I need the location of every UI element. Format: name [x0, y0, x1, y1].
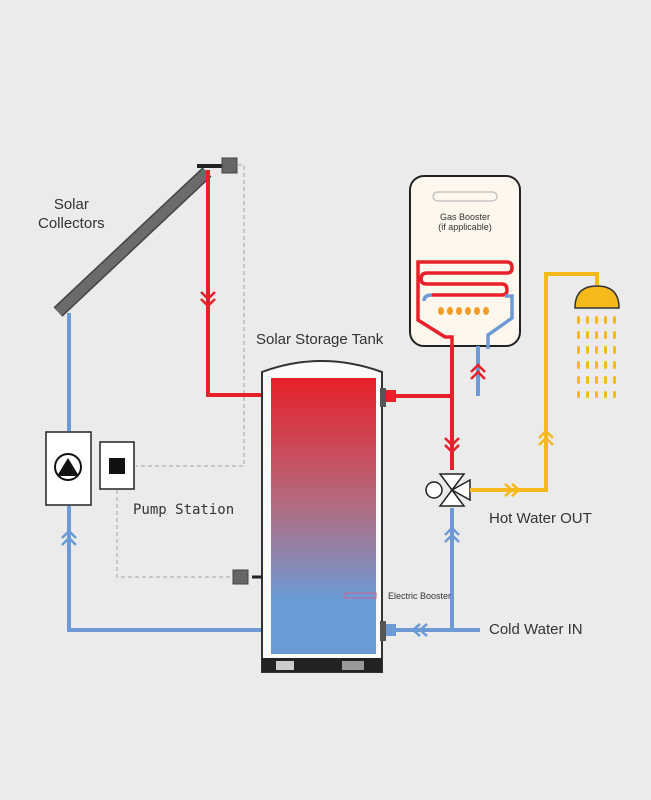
tank-connectors [232, 388, 396, 641]
controller-icon [109, 458, 125, 474]
gas-booster-unit [409, 175, 521, 349]
solar-storage-tank-label: Solar Storage Tank [256, 331, 384, 348]
solar-collector-panel [53, 157, 238, 317]
cold-return-pipes [67, 313, 262, 632]
shower-head-icon [574, 285, 620, 398]
flame-icon [438, 307, 489, 315]
hot-flow-pipes [206, 170, 262, 397]
gas-booster-label: Gas Booster [439, 212, 491, 222]
electric-booster-element [344, 592, 377, 599]
mixing-valve-icon [425, 473, 471, 507]
electric-booster-label: Electric Booster [388, 591, 452, 601]
hot-flow-arrows [200, 291, 216, 308]
cold-water-in-label: Cold Water IN [489, 621, 583, 638]
control-lines [116, 164, 245, 578]
pump-icon [54, 453, 82, 481]
pump-station [45, 431, 135, 506]
cold-water-in-pipes [396, 508, 480, 632]
cold-return-arrows [61, 529, 77, 546]
solar-storage-tank [261, 360, 383, 673]
solar-collectors-label: Solar Collectors [38, 196, 105, 232]
gas-booster-note: (if applicable) [438, 222, 492, 232]
hot-water-out-label: Hot Water OUT [489, 510, 592, 527]
pump-station-label: Pump Station [133, 502, 235, 518]
